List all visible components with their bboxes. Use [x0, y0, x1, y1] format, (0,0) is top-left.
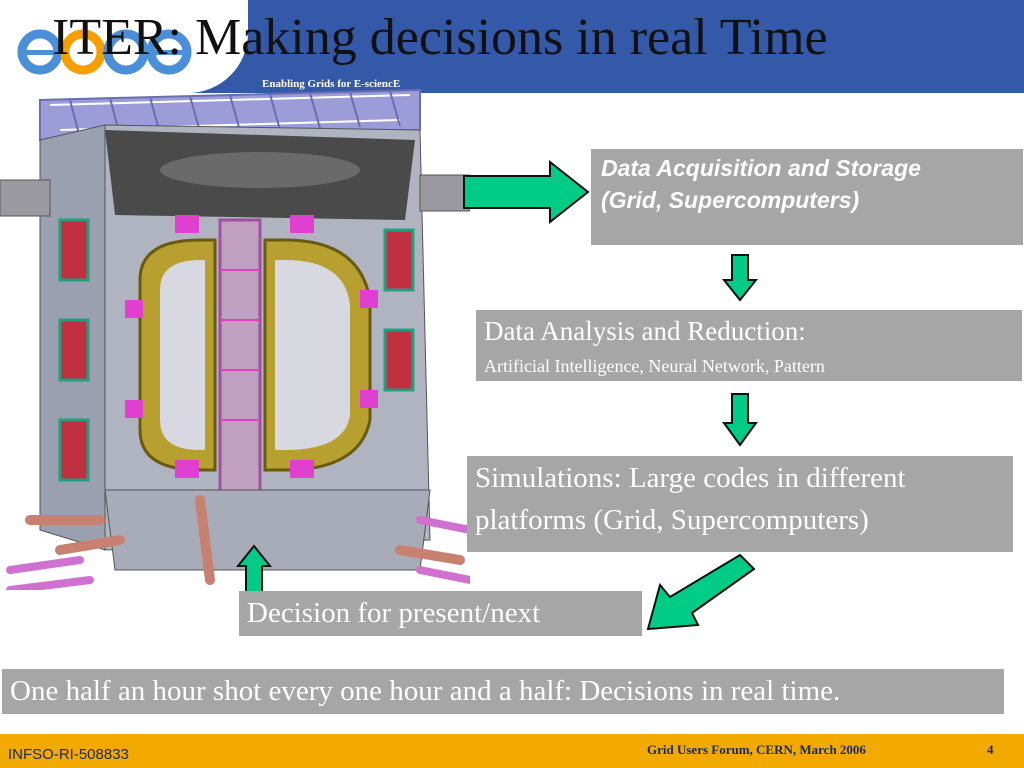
summary-text: One half an hour shot every one hour and…: [10, 675, 841, 707]
logo-area: [0, 0, 248, 93]
flow-step-analysis: Data Analysis and Reduction: Artificial …: [476, 310, 1022, 381]
flow-step-text: Simulations: Large codes in different: [475, 462, 906, 494]
flow-step-text: Data Analysis and Reduction:: [484, 316, 806, 346]
egee-logo-icon: [17, 29, 192, 75]
arrow-right-icon: [463, 160, 590, 224]
arrow-down-left-icon: [646, 553, 756, 631]
flow-step-text: (Grid, Supercomputers): [601, 187, 860, 213]
flow-step-text: Decision for present/next: [247, 597, 541, 629]
iter-tokamak-cutaway-icon: [0, 88, 470, 590]
flow-step-acquisition: Data Acquisition and Storage (Grid, Supe…: [591, 149, 1023, 245]
slide-subtitle: Enabling Grids for E-sciencE: [262, 78, 401, 90]
flow-step-text: platforms (Grid, Supercomputers): [475, 504, 869, 536]
arrow-down-icon: [722, 393, 758, 447]
page-number: 4: [987, 742, 994, 757]
summary-banner: One half an hour shot every one hour and…: [2, 669, 1004, 714]
flow-step-simulations: Simulations: Large codes in different pl…: [467, 456, 1013, 552]
footer-bar: INFSO-RI-508833 Grid Users Forum, CERN, …: [0, 734, 1024, 768]
flow-step-decision: Decision for present/next: [239, 591, 642, 636]
flow-step-text: Artificial Intelligence, Neural Network,…: [484, 356, 825, 376]
event-name: Grid Users Forum, CERN, March 2006: [647, 742, 866, 757]
slide-title: ITER: Making decisions in real Time: [52, 9, 828, 66]
flow-step-text: Data Acquisition and Storage: [601, 155, 921, 181]
arrow-down-icon: [722, 254, 758, 302]
project-id: INFSO-RI-508833: [8, 746, 129, 763]
